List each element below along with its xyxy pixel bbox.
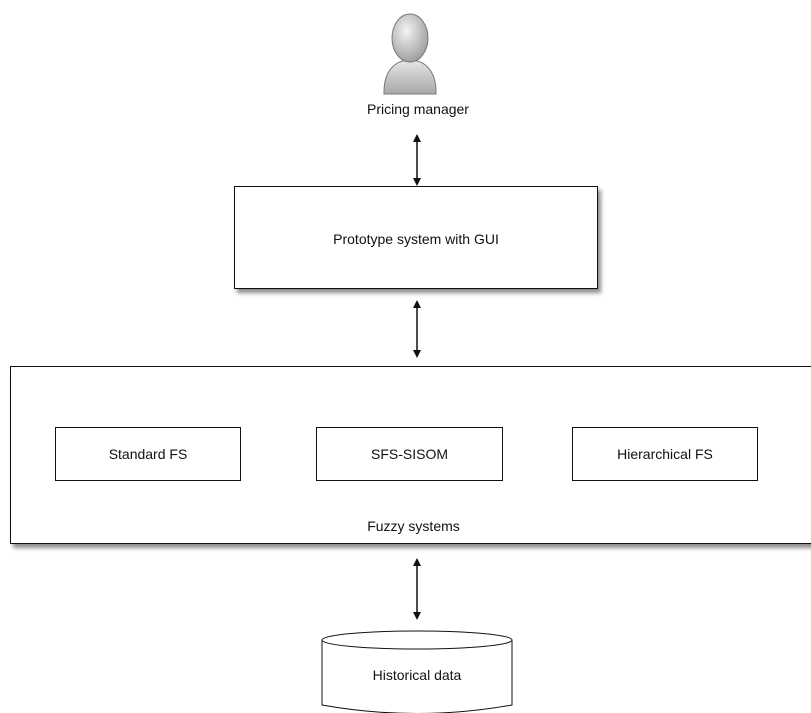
user-icon [383,13,437,95]
hierarchical-fs-label: Hierarchical FS [617,446,713,462]
fuzzy-systems-container: Standard FS SFS-SISOM Hierarchical FS Fu… [10,366,811,544]
sfs-sisom-label: SFS-SISOM [370,446,448,462]
actor-label: Pricing manager [367,101,469,117]
fuzzy-systems-label: Fuzzy systems [367,518,460,534]
standard-fs-box: Standard FS [55,427,241,481]
sfs-sisom-box: SFS-SISOM [316,427,503,481]
prototype-system-box: Prototype system with GUI [234,186,598,289]
standard-fs-label: Standard FS [108,446,188,462]
database-icon [321,630,513,713]
prototype-system-label: Prototype system with GUI [333,231,499,247]
hierarchical-fs-box: Hierarchical FS [572,427,758,481]
database-label: Historical data [372,667,462,683]
